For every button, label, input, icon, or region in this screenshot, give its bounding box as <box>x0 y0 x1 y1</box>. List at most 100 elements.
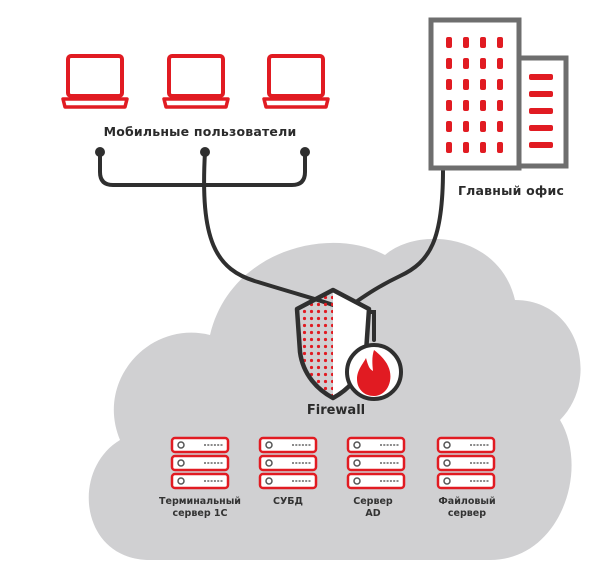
server-vent <box>473 462 476 464</box>
server-vent <box>213 444 216 446</box>
server-unit <box>258 436 318 454</box>
server-vent <box>295 480 298 482</box>
server-led <box>265 441 273 449</box>
window <box>480 100 486 111</box>
server-vent <box>220 462 223 464</box>
window <box>446 100 452 111</box>
server-led <box>353 459 361 467</box>
window <box>497 58 503 69</box>
server-led <box>265 459 273 467</box>
window <box>497 142 503 153</box>
server-led <box>177 477 185 485</box>
server-unit <box>436 454 496 472</box>
server-vent <box>295 462 298 464</box>
server-vent <box>292 444 294 446</box>
server-vent <box>308 444 311 446</box>
shield-fire-icon <box>294 287 403 401</box>
server-vent <box>386 444 389 446</box>
server-led <box>265 477 273 485</box>
server-vent <box>479 444 482 446</box>
server-unit <box>346 454 406 472</box>
laptop-icon <box>61 54 129 109</box>
server-vent <box>483 480 486 482</box>
server-vent <box>396 462 399 464</box>
server-vent <box>204 480 206 482</box>
server-rack-icon <box>436 436 496 490</box>
laptop-icon <box>162 54 230 109</box>
server-led <box>443 477 451 485</box>
server-vent <box>298 462 301 464</box>
window <box>529 142 553 148</box>
server-vent <box>486 444 489 446</box>
server-rack-icon <box>258 436 318 490</box>
server-vent <box>305 480 308 482</box>
server-vent <box>473 480 476 482</box>
server-vent <box>386 462 389 464</box>
server-vent <box>386 480 389 482</box>
server-vent <box>473 444 476 446</box>
server-vent <box>298 444 301 446</box>
window <box>529 125 553 131</box>
window <box>446 79 452 90</box>
server-vent <box>207 444 210 446</box>
server-vent <box>479 480 482 482</box>
main-office-label: Главный офис <box>458 183 565 198</box>
server-vent <box>301 462 304 464</box>
server-vent <box>393 480 396 482</box>
server-vent <box>476 444 479 446</box>
server-vent <box>210 480 213 482</box>
server-vent <box>389 444 392 446</box>
server-unit <box>170 454 230 472</box>
server-vent <box>393 462 396 464</box>
server-vent <box>204 462 206 464</box>
server-vent <box>220 480 223 482</box>
server-vent <box>476 462 479 464</box>
window <box>529 108 553 114</box>
server-led <box>443 441 451 449</box>
server-vent <box>483 462 486 464</box>
server-led <box>353 477 361 485</box>
server-vent <box>486 462 489 464</box>
server-vent <box>476 480 479 482</box>
office-building-icon <box>428 17 569 171</box>
server-vent <box>483 444 486 446</box>
server-vent <box>380 480 382 482</box>
window <box>463 100 469 111</box>
server-vent <box>301 480 304 482</box>
server-vent <box>380 444 382 446</box>
server-vent <box>292 480 294 482</box>
window <box>446 58 452 69</box>
server-vent <box>380 462 382 464</box>
server-vent <box>383 480 386 482</box>
laptop-icon <box>262 54 330 109</box>
window <box>480 37 486 48</box>
server-vent <box>470 462 472 464</box>
window <box>480 79 486 90</box>
server-vent <box>305 444 308 446</box>
server-unit <box>258 454 318 472</box>
window <box>463 121 469 132</box>
server-vent <box>305 462 308 464</box>
server-vent <box>389 462 392 464</box>
server-vent <box>486 480 489 482</box>
server-vent <box>383 444 386 446</box>
window <box>463 142 469 153</box>
server-label: СУБД <box>273 496 303 507</box>
server-unit <box>436 436 496 454</box>
server-unit <box>258 472 318 490</box>
server-vent <box>298 480 301 482</box>
window <box>446 37 452 48</box>
window <box>463 37 469 48</box>
window <box>529 91 553 97</box>
server-unit <box>346 436 406 454</box>
server-vent <box>217 462 220 464</box>
window <box>446 121 452 132</box>
server-vent <box>470 444 472 446</box>
server-unit <box>170 436 230 454</box>
window <box>463 79 469 90</box>
server-led <box>177 459 185 467</box>
window <box>480 121 486 132</box>
